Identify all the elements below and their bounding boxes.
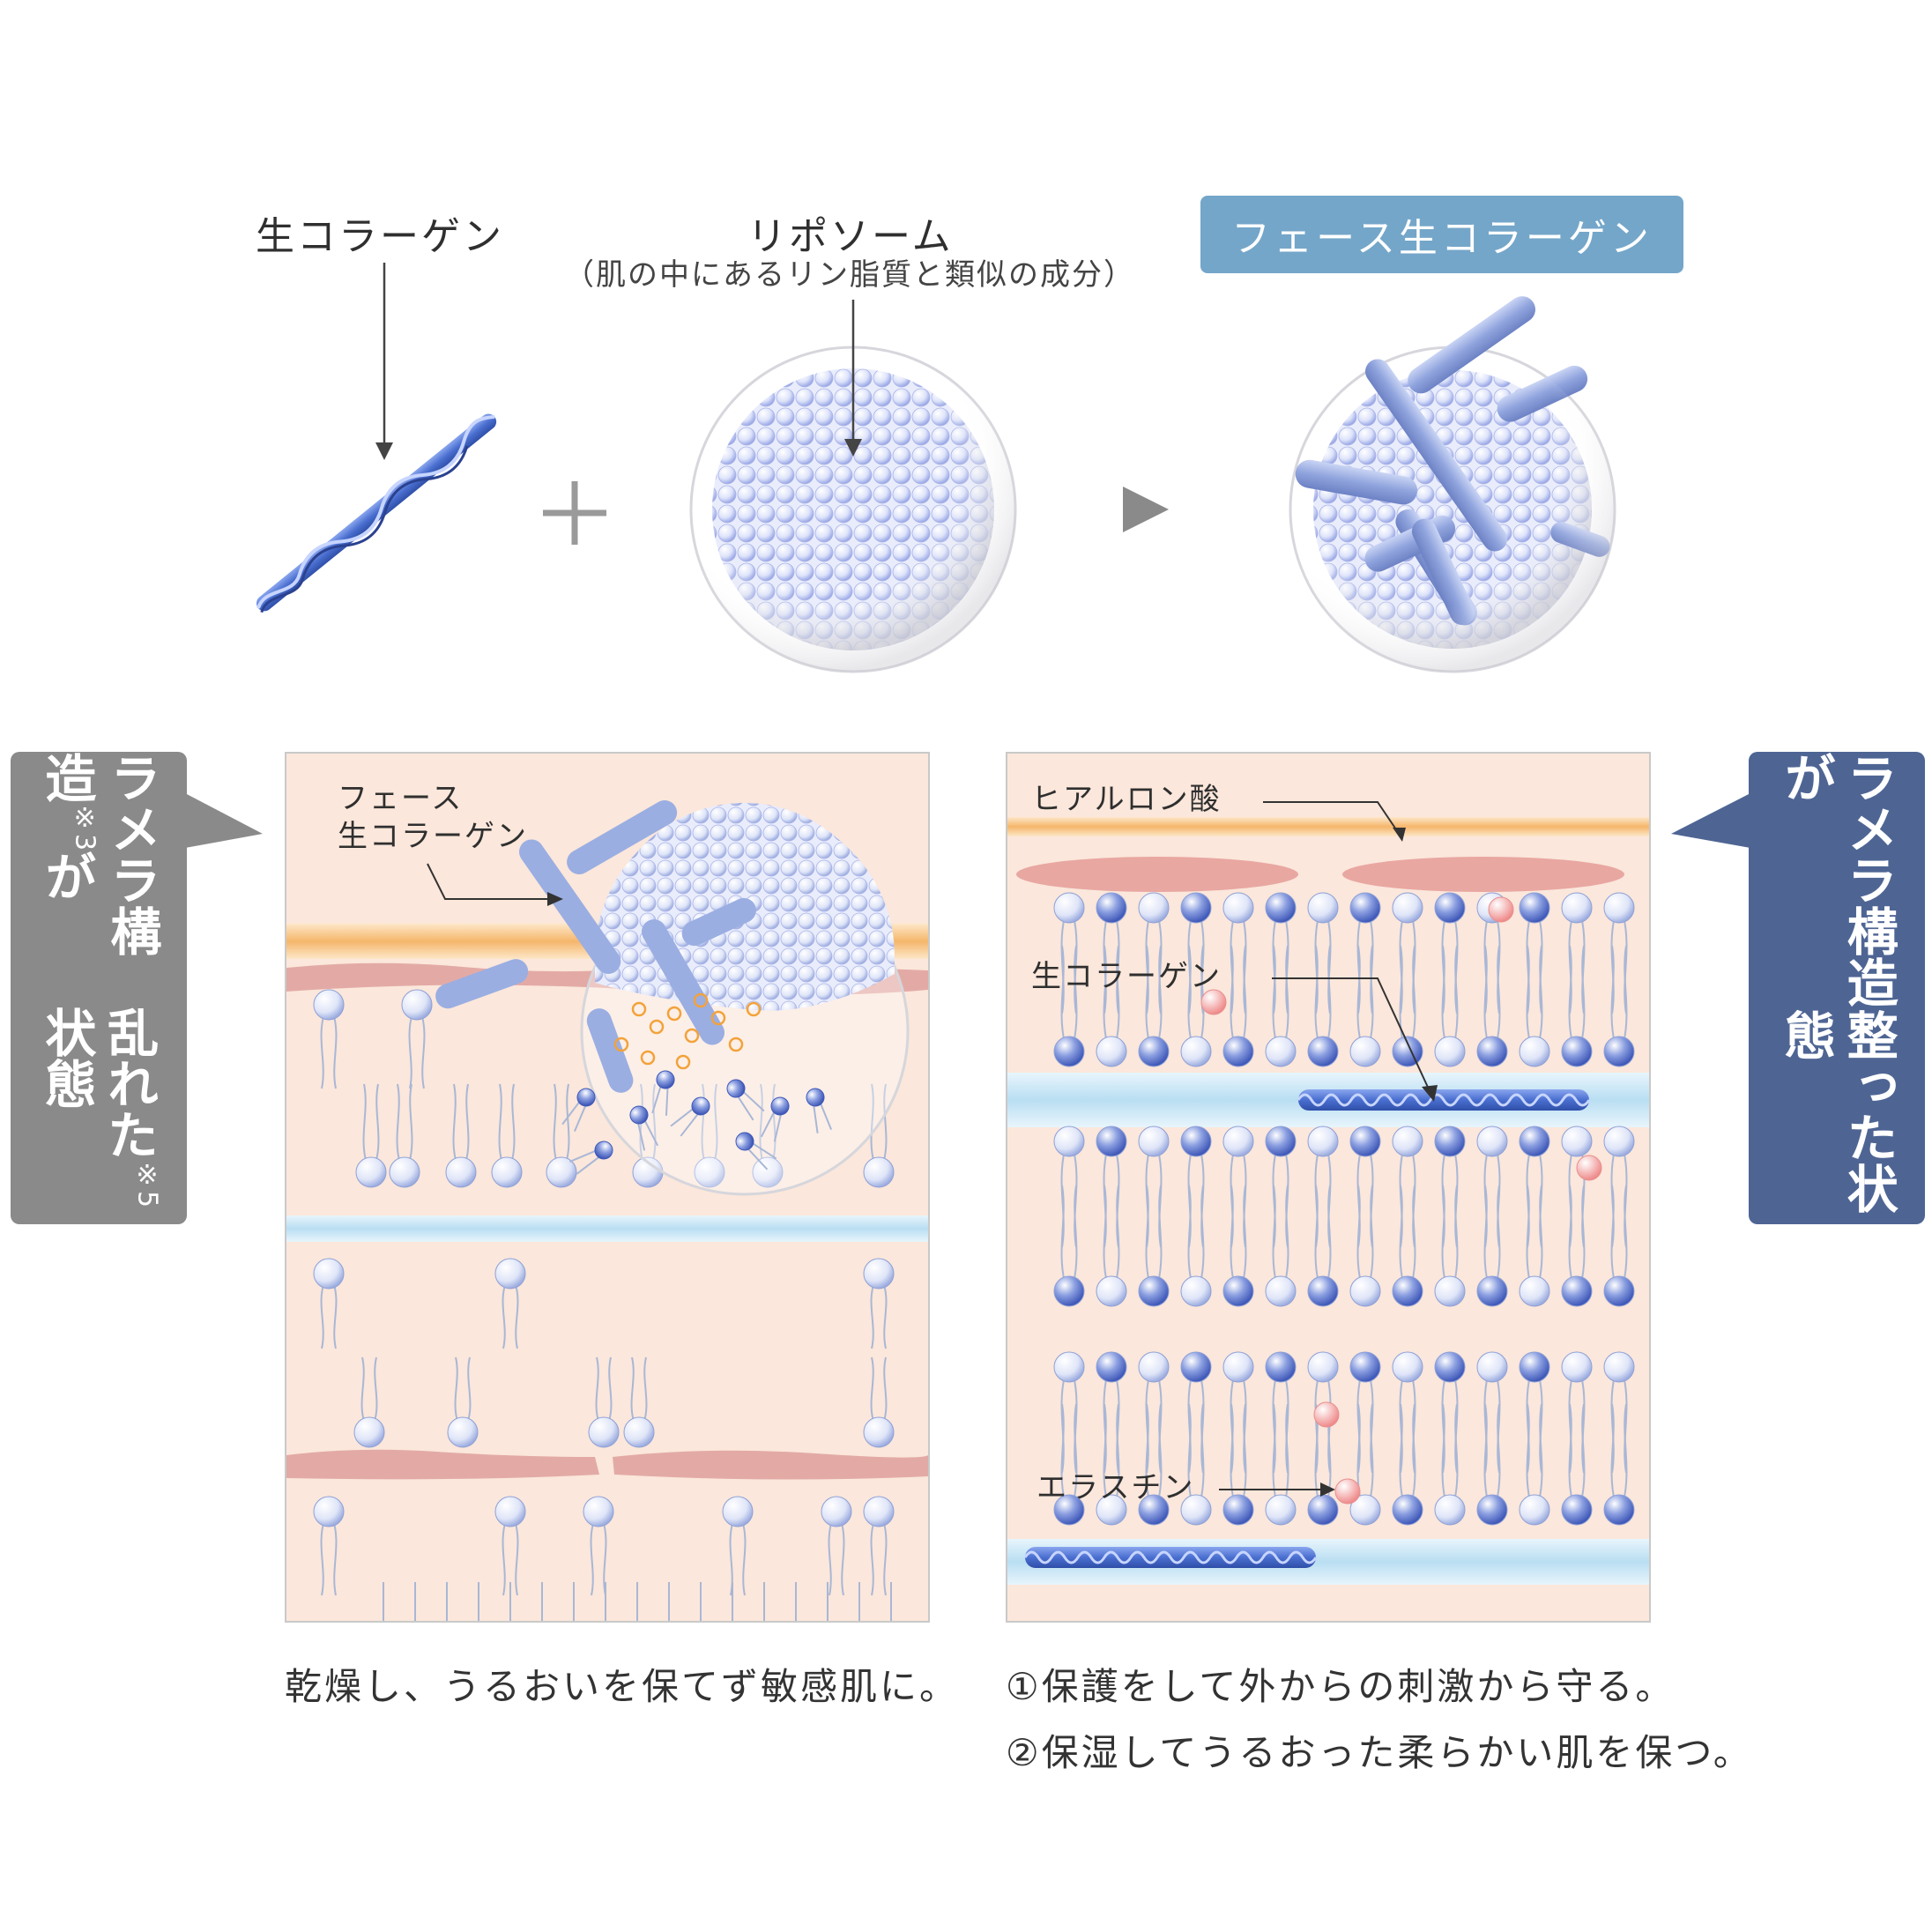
ordered-pointer xyxy=(1671,793,1750,864)
ordered-title-line2: 整った状態 xyxy=(1774,1009,1899,1224)
elastin-particle xyxy=(1577,1155,1601,1180)
intercellular-lipid xyxy=(1342,857,1624,892)
disordered-skin-illustration xyxy=(286,754,928,1621)
elastin-particle xyxy=(1335,1479,1360,1504)
collagen-fiber xyxy=(1025,1547,1316,1568)
play-arrow-icon xyxy=(1123,487,1169,532)
collagen-fiber xyxy=(1298,1089,1589,1111)
note-5: ※5 xyxy=(131,1160,162,1208)
collagen-strand xyxy=(252,410,503,620)
disordered-title-text2b: 状態 xyxy=(36,1007,96,1109)
disordered-title-text2: 乱れた xyxy=(99,1007,159,1160)
face-collagen-sphere xyxy=(1290,291,1615,672)
right-caption-1: ①保護をして外からの刺激から守る。 xyxy=(1006,1657,1675,1711)
ordered-state-box: ラメラ構造が 整った状態 xyxy=(1749,752,1925,1224)
ordered-title-line1: ラメラ構造が xyxy=(1774,752,1899,1009)
plus-icon xyxy=(543,481,606,545)
intercellular-lipid xyxy=(1016,857,1298,892)
hyaluronic-layer xyxy=(1007,817,1649,836)
left-panel-label-line1: フェース xyxy=(338,780,528,818)
left-caption: 乾燥し、うるおいを保てず敏感肌に。 xyxy=(285,1657,959,1711)
disordered-title-line1: ラメラ構造※3が xyxy=(35,752,163,1007)
collagen-pointer-head xyxy=(375,442,393,460)
note-3: ※3 xyxy=(70,803,100,851)
collagen-panel-label: 生コラーゲン xyxy=(1031,958,1222,996)
disordered-title-text1b: が xyxy=(36,851,96,902)
elastin-particle xyxy=(1314,1402,1339,1427)
elastin-particle xyxy=(1489,897,1513,922)
left-panel-label: フェース 生コラーゲン xyxy=(338,780,528,855)
disordered-pointer xyxy=(185,793,264,864)
disordered-skin-panel xyxy=(285,752,930,1623)
hyaluronic-label: ヒアルロン酸 xyxy=(1031,781,1222,819)
elastin-label: エラスチン xyxy=(1037,1469,1194,1507)
right-caption-2: ②保湿してうるおった柔らかい肌を保つ。 xyxy=(1006,1723,1753,1777)
disordered-title-line2: 乱れた※5 状態 xyxy=(35,1007,163,1224)
left-panel-label-line2: 生コラーゲン xyxy=(338,818,528,856)
water-layer xyxy=(286,1215,928,1242)
top-illustration xyxy=(0,0,1932,705)
disordered-state-box: ラメラ構造※3が 乱れた※5 状態 xyxy=(11,752,187,1224)
